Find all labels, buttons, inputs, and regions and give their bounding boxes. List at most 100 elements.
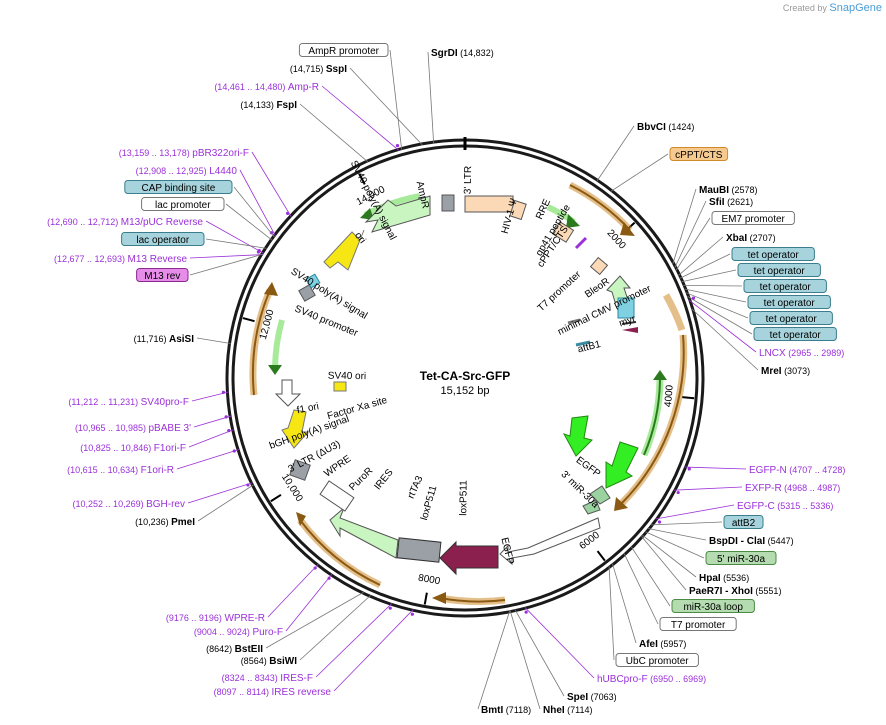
feature-arrowhead-1 (620, 222, 635, 236)
left-label-19: (9176 .. 9196) WPRE-R (166, 613, 265, 624)
left-site-text-23: (8324 .. 8343) IRES-F (222, 673, 313, 684)
left-site-text-2: (14,461 .. 14,480) Amp-R (214, 82, 319, 93)
right-label-3: MauBI (2578) (699, 185, 758, 196)
right-leader-26 (608, 566, 615, 661)
plasmid-name: Tet-CA-Src-GFP (420, 369, 510, 383)
left-leader-7 (225, 203, 273, 241)
left-leader-19 (267, 563, 319, 618)
left-feature-box-0 (298, 43, 389, 57)
right-leader-9 (683, 285, 743, 287)
right-feature-box-11 (749, 311, 833, 325)
right-label-15: EGFP-N (4707 .. 4728) (749, 465, 845, 476)
left-primer-mark-20 (327, 576, 331, 580)
right-leader-28 (514, 609, 565, 697)
ring-label-23: IRES (372, 467, 395, 492)
ring-label-17: SV40 ori (328, 371, 367, 383)
right-feature-box-18 (723, 515, 764, 529)
right-label-20: 5' miR-30a (705, 551, 777, 565)
right-leader-16 (673, 486, 743, 491)
right-leader-20 (645, 531, 705, 559)
right-site-text-28: SpeI (7063) (567, 692, 617, 703)
left-label-12: (11,716) AsiSI (134, 334, 195, 345)
left-label-20: (9004 .. 9024) Puro-F (194, 627, 283, 638)
left-site-part-13-1: SV40pro-F (141, 397, 189, 408)
left-label-8: (12,690 .. 12,712) M13/pUC Reverse (47, 217, 203, 228)
left-site-part-14-1: pBABE 3' (149, 423, 192, 434)
left-site-part-15-0: (10,825 .. 10,846) (80, 443, 154, 453)
plasmid-size: 15,152 bp (441, 385, 490, 397)
right-label-5: EM7 promoter (711, 211, 795, 225)
left-site-part-20-0: (9004 .. 9024) (194, 627, 253, 637)
left-site-text-5: (12,908 .. 12,925) L4440 (136, 166, 238, 177)
right-site-part-3-1: (2578) (729, 185, 758, 195)
left-site-text-15: (10,825 .. 10,846) F1ori-F (80, 443, 186, 454)
right-site-part-13-1: (2965 .. 2989) (786, 348, 845, 358)
feature-arrowhead-2 (614, 497, 628, 511)
left-label-14: (10,965 .. 10,985) pBABE 3' (75, 423, 191, 434)
snapgene-credit: Created by SnapGene (783, 2, 882, 14)
left-site-text-1: (14,715) SspI (290, 64, 347, 75)
ires-block (396, 537, 442, 563)
right-feature-box-2 (669, 147, 729, 161)
right-leader-11 (685, 292, 749, 319)
right-feature-box-text-20: 5' miR-30a (717, 554, 765, 565)
feature-arrowhead-5 (296, 512, 306, 526)
tick-mark-4 (270, 493, 282, 503)
left-site-text-4: (13,159 .. 13,178) pBR322ori-F (119, 148, 249, 159)
left-site-part-1-0: (14,715) (290, 64, 326, 74)
left-site-part-21-0: (8642) (206, 644, 235, 654)
right-leader-12 (687, 296, 753, 335)
tick-mark-2 (596, 550, 606, 562)
left-leader-5 (239, 169, 276, 236)
left-label-2: (14,461 .. 14,480) Amp-R (214, 82, 319, 93)
left-site-part-5-0: (12,908 .. 12,925) (136, 166, 210, 176)
right-leader-14 (691, 308, 759, 371)
left-label-9: lac operator (121, 232, 205, 246)
sv40-ori-block (333, 381, 347, 392)
feature-arc-3 (662, 293, 686, 332)
right-site-part-19-2: (5447) (765, 536, 794, 546)
left-site-part-24-1: IRES reverse (272, 687, 332, 698)
leader-lines (176, 49, 759, 710)
left-label-22: (8564) BsiWI (241, 656, 298, 667)
left-leader-2 (321, 85, 400, 151)
left-leader-11 (189, 253, 264, 276)
right-site-part-27-1: (6950 .. 6969) (648, 674, 707, 684)
right-leader-18 (650, 521, 723, 526)
right-site-part-29-1: (7114) (565, 705, 593, 715)
right-leader-6 (678, 236, 724, 276)
right-site-part-25-0: AfeI (639, 639, 658, 650)
ring-label-22: PuroR (347, 466, 375, 494)
right-site-part-30-1: (7118) (503, 705, 531, 715)
right-label-12: tet operator (753, 327, 837, 341)
left-site-part-22-1: BsiWI (269, 656, 297, 667)
right-leader-2 (610, 153, 669, 192)
left-leader-21 (265, 591, 364, 649)
right-leader-29 (509, 610, 541, 710)
right-label-30: BmtI (7118) (481, 705, 531, 716)
left-label-15: (10,825 .. 10,846) F1ori-F (80, 443, 186, 454)
right-site-text-6: XbaI (2707) (726, 233, 776, 244)
right-leader-30 (477, 610, 511, 710)
feature-arrowhead-7 (268, 365, 282, 375)
rre-block (551, 221, 575, 243)
ltr3-block (464, 195, 514, 213)
left-site-text-24: (8097 .. 8114) IRES reverse (214, 687, 332, 698)
ring-label-18: f1 ori (296, 401, 320, 416)
right-feature-box-5 (711, 211, 795, 225)
right-leader-15 (684, 466, 747, 470)
right-site-text-29: NheI (7114) (543, 705, 593, 716)
feature-arc-7 (643, 379, 661, 456)
left-leader-8 (205, 220, 264, 254)
right-feature-box-text-18: attB2 (732, 518, 756, 529)
left-leader-3 (299, 103, 369, 163)
right-site-text-30: BmtI (7118) (481, 705, 531, 716)
feature-arc-11 (299, 519, 381, 586)
left-site-part-19-0: (9176 .. 9196) (166, 613, 225, 623)
right-label-24: T7 promoter (659, 617, 737, 631)
left-site-part-24-0: (8097 .. 8114) (214, 687, 272, 697)
f1-ori-arrow (281, 409, 310, 449)
tet-operator-cluster (617, 297, 635, 319)
left-primer-mark-15 (227, 429, 231, 433)
right-site-part-14-0: MreI (761, 366, 782, 377)
